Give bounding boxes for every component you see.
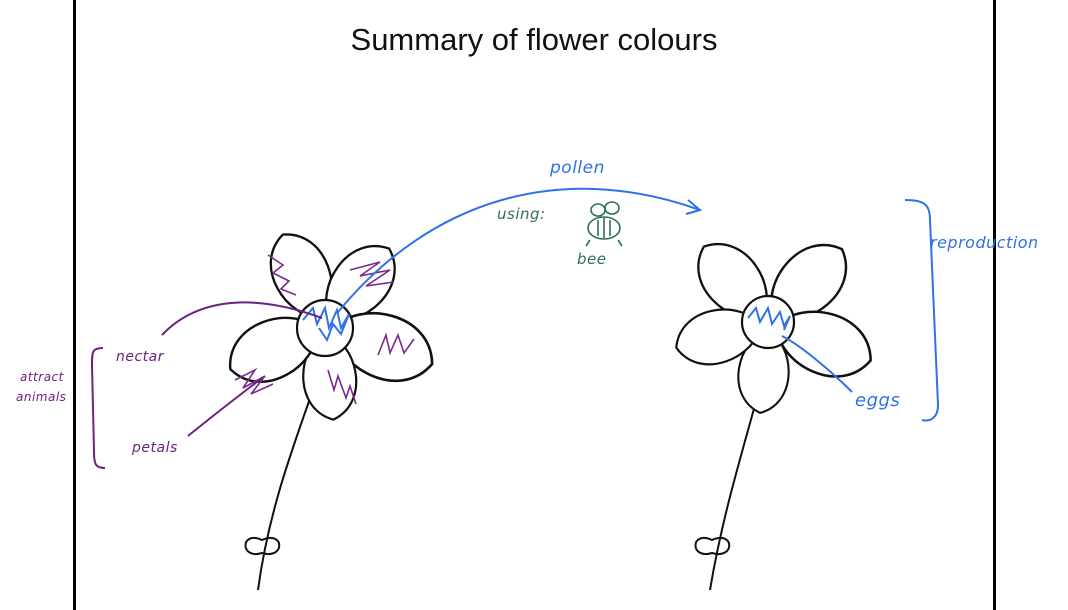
eggs-label: eggs [855,390,901,411]
left-flower [216,221,445,591]
using-label: using: [497,205,546,223]
reproduction-label: reproduction [930,233,1039,252]
eggs-pointer [781,335,853,393]
left-center-pollen-scribble [302,304,350,343]
bee-label: bee [577,250,607,268]
right-center-scribble [747,305,791,331]
animals-label: animals [16,390,67,404]
left-border [73,0,76,610]
pollen-arrow [337,187,701,313]
nectar-label: nectar [116,349,165,365]
arrow-icon [685,199,703,215]
right-border [993,0,996,610]
petals-pointer [187,377,263,437]
right-leaf [694,537,731,556]
attract-label: attract [20,370,64,384]
petals-label: petals [132,440,178,456]
pollen-label: pollen [550,158,605,178]
attract-bracket [90,347,106,469]
left-leaf [244,537,281,556]
reproduction-bracket [904,199,940,422]
right-flower [668,227,883,591]
page-title: Summary of flower colours [350,22,718,57]
nectar-pointer [161,301,323,336]
bee-icon [585,201,623,247]
